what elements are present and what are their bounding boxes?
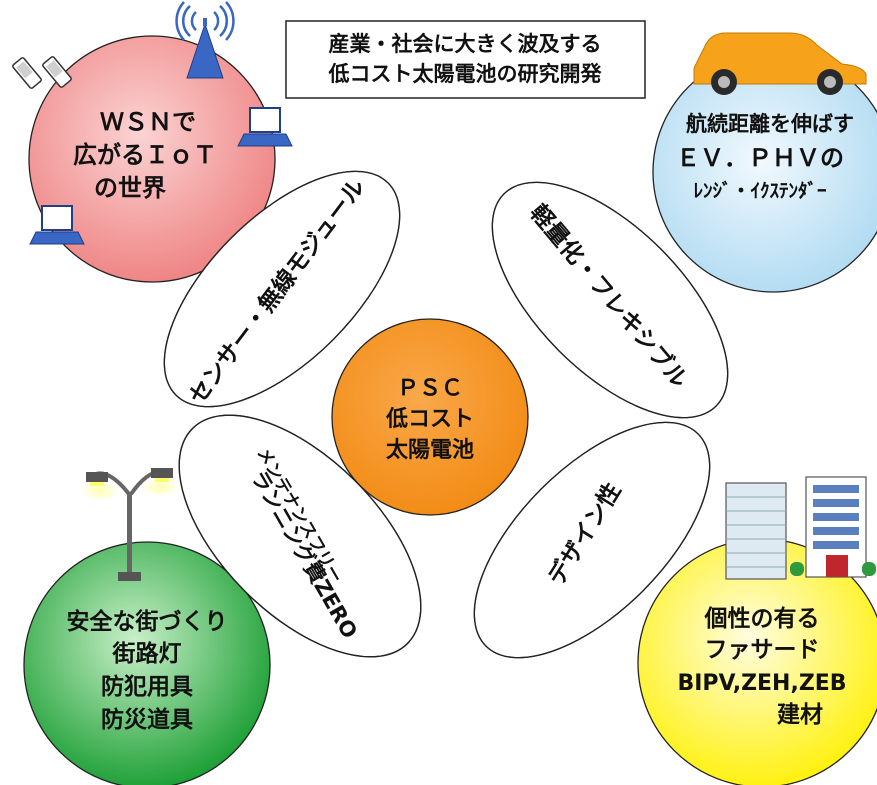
building-label-line4: 建材 [777,702,823,728]
city-label-line3: 防犯用具 [101,673,193,700]
street-light-icon [80,468,180,581]
center-label-line2: 低コスト [385,407,474,432]
laptop-icon [237,107,293,147]
title-line2: 低コスト太陽電池の研究開発 [328,62,603,86]
center-circle [331,318,529,516]
center-label-line3: 太陽電池 [386,438,474,463]
iot-label-line2: 広がるＩｏＴ [73,141,217,169]
iot-circle [28,35,276,283]
ev-label-line3: ﾚﾝｼﾞ・ｲｸｽﾃﾝﾀﾞｰ [693,179,826,202]
laptop-icon [29,205,85,245]
ev-circle [652,51,877,293]
iot-label-line3: の世界 [94,174,166,202]
center-label-psc: ＰＳＣ [397,376,463,401]
city-circle [23,541,271,785]
ev-label-line2: ＥＶ．ＰＨＶの [676,144,844,172]
phone-icon [12,56,72,89]
iot-label-line1: ＷＳＮで [100,108,196,136]
title-box: 産業・社会に大きく波及する 低コスト太陽電池の研究開発 [285,20,646,99]
title-line1: 産業・社会に大きく波及する [329,32,602,56]
building-label-line2: ファサード [705,637,820,663]
ev-label-line1: 航続距離を伸ばす [686,112,854,136]
city-label-line4: 防災道具 [101,706,193,733]
car-icon [693,32,867,95]
building-label-line3: BIPV,ZEH,ZEB [677,671,846,696]
building-icon [725,476,876,580]
city-label-line1: 安全な街づくり [67,608,228,635]
antenna-icon [175,1,235,79]
building-label-line1: 個性の有る [704,605,820,632]
city-label-line2: 街路灯 [112,640,182,667]
